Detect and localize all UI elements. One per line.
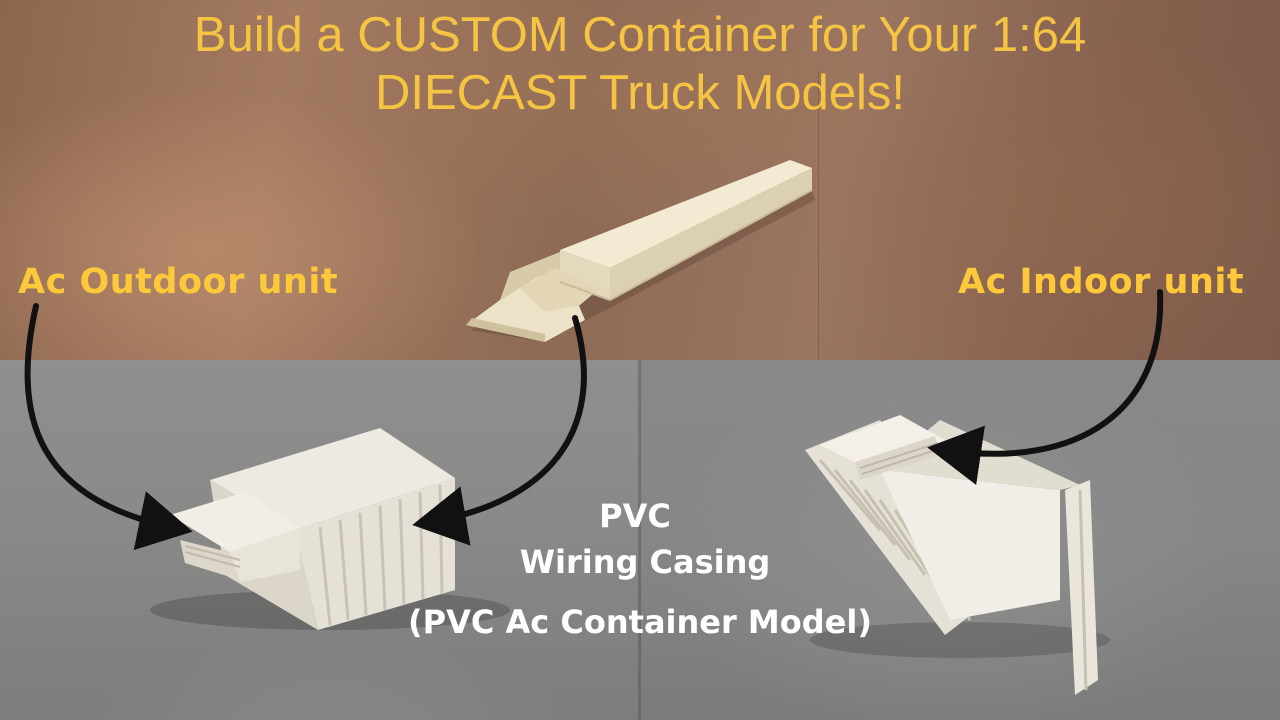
wood-background (0, 0, 1280, 360)
label-indoor-unit: Ac Indoor unit (958, 262, 1245, 302)
caption-wiring-casing: Wiring Casing (519, 543, 771, 581)
caption-container-model: (PVC Ac Container Model) (408, 603, 872, 641)
title-line-1: Build a CUSTOM Container for Your 1:64 (193, 8, 1087, 62)
wood-seam (818, 70, 819, 360)
video-title: Build a CUSTOM Container for Your 1:64 D… (60, 6, 1220, 122)
photo-divider (638, 360, 641, 720)
arrow-outdoor-icon (24, 303, 193, 551)
title-line-2: DIECAST Truck Models! (374, 66, 906, 120)
label-outdoor-unit: Ac Outdoor unit (18, 262, 339, 302)
arrow-indoor-icon (927, 289, 1164, 485)
arrow-casing-icon (412, 315, 587, 546)
caption-pvc: PVC (599, 497, 671, 535)
